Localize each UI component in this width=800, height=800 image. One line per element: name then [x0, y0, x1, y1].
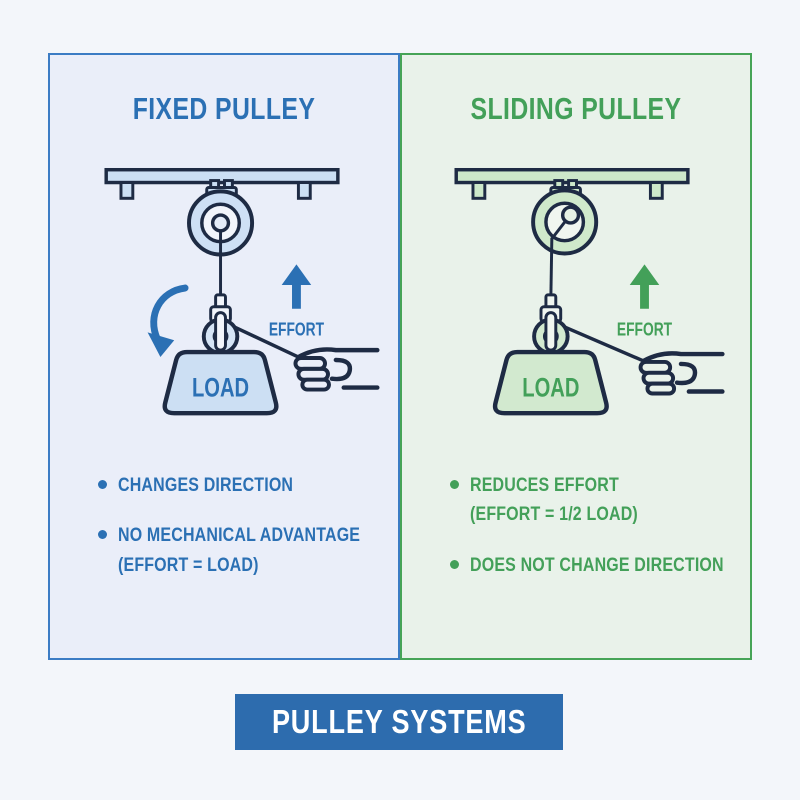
- footer-banner: PULLEY SYSTEMS: [235, 694, 563, 750]
- hook-shackle: [532, 293, 570, 356]
- load-label: LOAD: [522, 372, 579, 402]
- wheel-hub: [210, 213, 231, 233]
- banner-title: PULLEY SYSTEMS: [271, 703, 527, 740]
- shackle-pin: [214, 311, 227, 352]
- bullet-dot: [98, 530, 107, 540]
- hand-top-line: [296, 347, 380, 360]
- beam-peg-right: [296, 181, 312, 200]
- load-weight: LOAD: [492, 349, 609, 416]
- effort-arrow: EFFORT: [269, 264, 325, 339]
- rotation-arrow-icon: [147, 284, 189, 358]
- arrow-up-icon: [281, 264, 312, 286]
- load-body: [162, 349, 279, 416]
- sliding-pulley-panel: SLIDING PULLEY: [400, 53, 752, 660]
- fixed-pulley-panel: FIXED PULLEY: [48, 53, 400, 660]
- load-weight: LOAD: [162, 349, 279, 416]
- beam-bar: [104, 167, 340, 185]
- bullet-item: CHANGES DIRECTION: [98, 471, 392, 500]
- hand-curl: [329, 357, 353, 382]
- bullet-text: (EFFORT = LOAD): [118, 553, 259, 576]
- bullet-dot: [450, 480, 459, 489]
- bullet-text: REDUCES EFFORT: [470, 474, 619, 496]
- shackle-pin: [544, 311, 558, 352]
- bullet-dot: [98, 480, 107, 489]
- beam-peg-right: [648, 181, 664, 200]
- hand: [293, 347, 380, 392]
- sliding-pulley-diagram: LOAD EFFORT: [454, 167, 725, 416]
- bullet-item: NO MECHANICAL ADVANTAGE (EFFORT = LOAD): [98, 521, 392, 580]
- wheel-hub: [560, 205, 581, 225]
- bullet-list: CHANGES DIRECTION NO MECHANICAL ADVANTAG…: [98, 471, 392, 580]
- hand-knuckle: [300, 377, 331, 392]
- pulley-wheel: [531, 188, 599, 256]
- rope-diagonal: [564, 325, 645, 363]
- bullet-text: DOES NOT CHANGE DIRECTION: [470, 553, 724, 576]
- arrow-up-icon: [629, 264, 660, 286]
- effort-label: EFFORT: [269, 318, 325, 339]
- bullet-dot: [450, 559, 459, 569]
- beam-peg-left: [471, 181, 487, 200]
- load-body: [492, 349, 609, 416]
- bullet-text: (EFFORT = 1/2 LOAD): [470, 503, 638, 526]
- rotation-arrowhead: [147, 332, 175, 358]
- load-label: LOAD: [192, 372, 249, 402]
- panel-title: FIXED PULLEY: [132, 91, 316, 126]
- panel-title: SLIDING PULLEY: [470, 91, 682, 126]
- beam-peg-left: [119, 181, 135, 200]
- bullet-item: REDUCES EFFORT (EFFORT = 1/2 LOAD): [450, 471, 744, 530]
- rotation-arc: [150, 284, 189, 343]
- bullet-text: CHANGES DIRECTION: [118, 474, 294, 496]
- effort-arrow: EFFORT: [617, 264, 673, 339]
- rope-vertical: [549, 237, 554, 298]
- pulley-wheel: [187, 189, 255, 257]
- bullet-text: NO MECHANICAL ADVANTAGE: [118, 524, 361, 547]
- hand-curl: [674, 361, 698, 386]
- fixed-pulley-diagram: LOAD EFFORT: [104, 167, 380, 416]
- bullet-item: DOES NOT CHANGE DIRECTION: [450, 551, 744, 580]
- hand-top-line: [641, 351, 725, 364]
- effort-label: EFFORT: [617, 318, 673, 339]
- hand-knuckle: [645, 381, 677, 396]
- bullet-list: REDUCES EFFORT (EFFORT = 1/2 LOAD) DOES …: [450, 471, 744, 580]
- hook-shackle: [201, 293, 240, 356]
- hand: [638, 351, 725, 396]
- rope-diagonal: [234, 325, 300, 359]
